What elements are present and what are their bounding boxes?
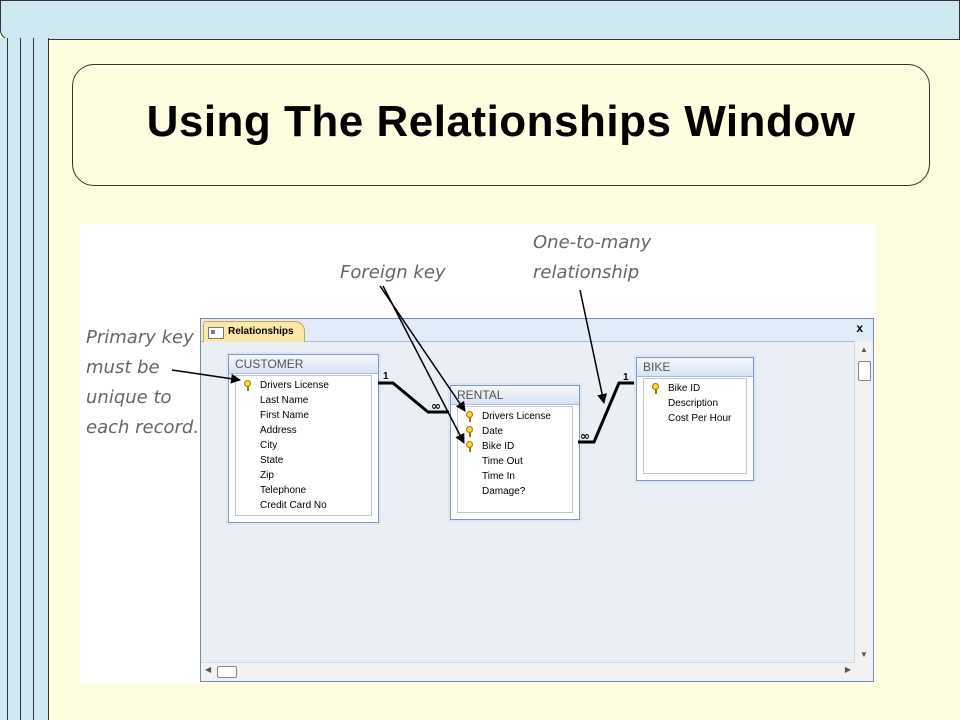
slide-title-box: Using The Relationships Window <box>72 64 930 186</box>
document-tab-bar: Relationships x <box>201 319 873 342</box>
primary-key-icon <box>652 383 659 394</box>
table-bike-title[interactable]: BIKE <box>637 358 753 377</box>
relationships-icon <box>208 327 224 339</box>
relationship-line-customer-rental[interactable] <box>378 381 449 414</box>
field-telephone[interactable]: Telephone <box>260 485 307 496</box>
relationship-line-bike-rental[interactable] <box>578 381 634 444</box>
table-bike[interactable]: BIKE Bike ID Description Cost Per Hour <box>636 357 754 481</box>
table-bike-fields: Bike ID Description Cost Per Hour <box>643 378 747 474</box>
scroll-up-icon[interactable]: ▲ <box>860 345 868 354</box>
close-icon[interactable]: x <box>856 321 863 335</box>
slide-top-bar <box>0 0 960 40</box>
primary-key-icon <box>466 411 473 422</box>
relationships-window: Relationships x ▲ ▼ ◀ ▶ CUSTOMER Drivers… <box>200 318 874 682</box>
field-description[interactable]: Description <box>668 398 719 409</box>
field-state[interactable]: State <box>260 455 284 466</box>
horizontal-scrollbar[interactable]: ◀ ▶ <box>201 662 855 681</box>
field-last-name[interactable]: Last Name <box>260 395 309 406</box>
primary-key-icon <box>466 441 473 452</box>
primary-key-icon <box>466 426 473 437</box>
annotation-primary-key: Primary key must be unique to each recor… <box>86 327 200 438</box>
field-drivers-license[interactable]: Drivers License <box>236 378 371 393</box>
table-customer[interactable]: CUSTOMER Drivers License Last Name First… <box>228 354 379 523</box>
field-address[interactable]: Address <box>260 425 297 436</box>
field-cost-per-hour[interactable]: Cost Per Hour <box>668 413 732 424</box>
scroll-corner <box>855 663 873 681</box>
left-bar-line <box>7 38 8 720</box>
scroll-right-icon[interactable]: ▶ <box>844 665 851 674</box>
field-city[interactable]: City <box>260 440 278 451</box>
horizontal-scroll-thumb[interactable] <box>217 666 237 678</box>
table-rental-title[interactable]: RENTAL <box>451 386 579 405</box>
field-zip[interactable]: Zip <box>260 470 274 481</box>
table-rental-fields: Drivers License Date Bike ID Time Out Ti… <box>457 406 573 513</box>
primary-key-icon <box>244 380 251 391</box>
slide-title: Using The Relationships Window <box>146 97 856 146</box>
left-bar-line <box>20 38 21 720</box>
table-rental[interactable]: RENTAL Drivers License Date Bike ID Time… <box>450 385 580 520</box>
tab-relationships[interactable]: Relationships <box>203 321 305 342</box>
one-to-many-arrow <box>579 289 608 404</box>
field-bike-id[interactable]: Bike ID <box>458 439 572 454</box>
foreign-key-arrow <box>382 285 465 444</box>
one-marker: 1 <box>383 371 389 382</box>
scroll-left-icon[interactable]: ◀ <box>205 665 212 674</box>
vertical-scroll-thumb[interactable] <box>858 361 871 381</box>
slide-left-bar <box>0 38 49 720</box>
field-time-in[interactable]: Time In <box>482 471 515 482</box>
field-first-name[interactable]: First Name <box>260 410 309 421</box>
annotation-one-to-many: One-to-many relationship <box>533 232 652 283</box>
left-bar-line <box>33 38 34 720</box>
table-customer-title[interactable]: CUSTOMER <box>229 355 378 374</box>
field-damage[interactable]: Damage? <box>482 486 526 497</box>
field-credit-card-no[interactable]: Credit Card No <box>260 500 327 511</box>
field-drivers-license[interactable]: Drivers License <box>458 409 572 424</box>
many-marker: ∞ <box>580 429 590 443</box>
field-date[interactable]: Date <box>458 424 572 439</box>
one-marker: 1 <box>623 372 629 383</box>
primary-key-arrow <box>171 369 241 384</box>
annotation-foreign-key: Foreign key <box>340 262 446 283</box>
tab-relationships-label: Relationships <box>228 326 294 337</box>
scroll-down-icon[interactable]: ▼ <box>860 650 868 659</box>
field-time-out[interactable]: Time Out <box>482 456 523 467</box>
vertical-scrollbar[interactable]: ▲ ▼ <box>854 341 873 663</box>
many-marker: ∞ <box>431 399 441 413</box>
field-bike-id[interactable]: Bike ID <box>644 381 746 396</box>
table-customer-fields: Drivers License Last Name First Name Add… <box>235 375 372 516</box>
